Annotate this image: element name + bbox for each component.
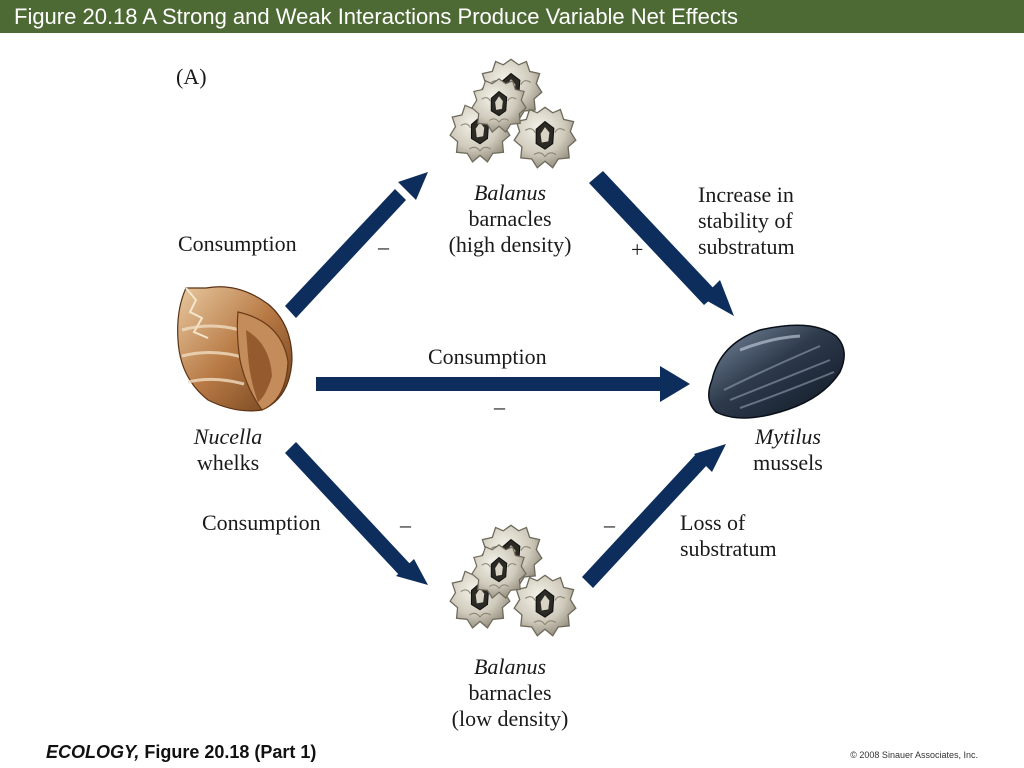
footer-book: ECOLOGY,	[46, 742, 140, 762]
whelks-label: Nucella whelks	[168, 424, 288, 476]
edge-sign-barnacles-low-mussels: –	[604, 512, 615, 537]
edge-label-line: Increase in	[698, 182, 794, 207]
arrow-whelks-to-barnacles-high	[285, 172, 428, 318]
panel-label: (A)	[176, 64, 207, 89]
edge-label-line: stability of	[698, 208, 793, 233]
mussels-common: mussels	[753, 450, 823, 475]
arrow-whelks-to-barnacles-low	[285, 442, 428, 585]
whelks-genus: Nucella	[193, 424, 263, 449]
slide-title: Figure 20.18 A Strong and Weak Interacti…	[14, 4, 738, 29]
edge-sign-whelks-mussels: –	[494, 394, 505, 419]
whelks-common: whelks	[196, 450, 260, 475]
edge-sign-whelks-barnacles-low: –	[400, 512, 411, 537]
barnacles-low-label: Balanus barnacles (low density)	[430, 654, 590, 732]
edge-label-barnacles-high-mussels: Increase in stability of substratum	[698, 182, 795, 260]
nucella-whelk-image	[177, 286, 293, 412]
barnacles-low-common: barnacles	[468, 680, 552, 705]
barnacles-low-density-image	[449, 524, 577, 637]
arrow-barnacles-low-to-mussels	[582, 444, 726, 588]
mussels-label: Mytilus mussels	[728, 424, 848, 476]
arrow-barnacles-high-to-mussels	[589, 171, 734, 316]
edge-label-line: substratum	[680, 536, 777, 561]
edge-sign-whelks-barnacles-high: –	[378, 234, 389, 259]
footer-copyright: © 2008 Sinauer Associates, Inc.	[850, 750, 978, 760]
barnacles-high-common: barnacles	[468, 206, 552, 231]
barnacles-high-density: (high density)	[448, 232, 572, 257]
footer-figure: Figure 20.18 (Part 1)	[139, 742, 317, 762]
barnacles-low-density: (low density)	[451, 706, 569, 731]
edge-label-barnacles-low-mussels: Loss of substratum	[680, 510, 777, 562]
barnacles-low-genus: Balanus	[473, 654, 547, 679]
mytilus-mussel-image	[708, 324, 845, 419]
barnacles-high-label: Balanus barnacles (high density)	[430, 180, 590, 258]
mussels-genus: Mytilus	[755, 424, 821, 449]
arrows	[285, 171, 734, 588]
edge-label-whelks-barnacles-low: Consumption	[202, 510, 321, 535]
arrow-whelks-to-mussels	[316, 366, 690, 402]
barnacles-high-density-image	[449, 58, 577, 169]
footer-citation: ECOLOGY, Figure 20.18 (Part 1)	[46, 742, 316, 763]
edge-label-line: Loss of	[680, 510, 746, 535]
edge-label-line: substratum	[698, 234, 795, 259]
edge-sign-barnacles-high-mussels: +	[631, 237, 644, 262]
edge-label-whelks-mussels: Consumption	[428, 344, 547, 369]
title-bar: Figure 20.18 A Strong and Weak Interacti…	[0, 0, 1024, 33]
barnacles-high-genus: Balanus	[473, 180, 547, 205]
edge-label-whelks-barnacles-high: Consumption	[178, 231, 297, 256]
